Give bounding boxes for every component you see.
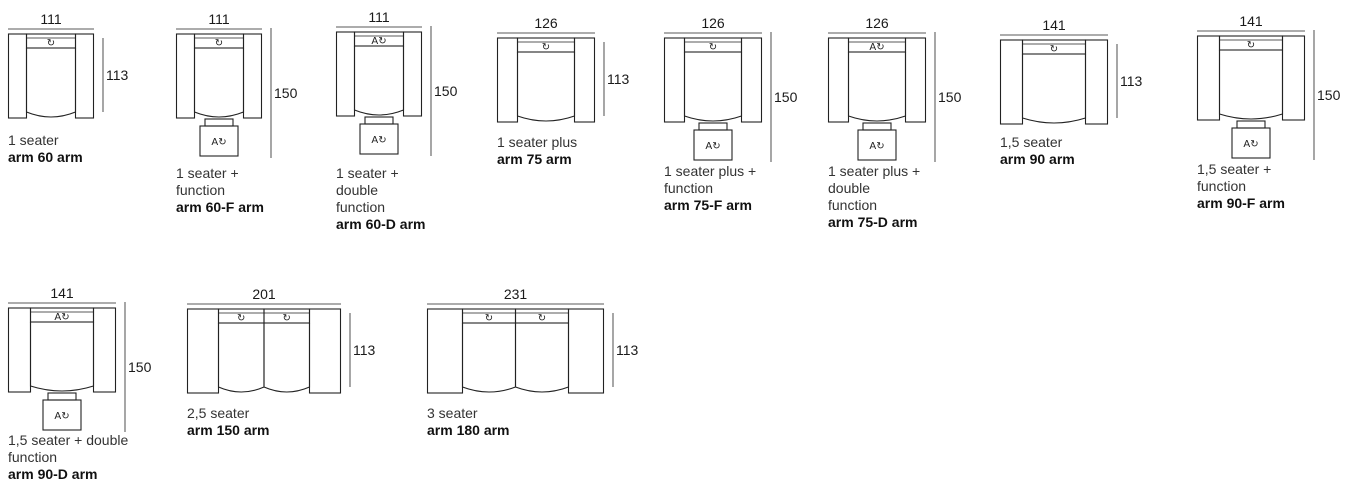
module-name: 2,5 seater bbox=[187, 405, 250, 421]
sofa-plan-drawing: A↻ A↻ bbox=[827, 32, 936, 162]
recline-icon: A↻ bbox=[371, 36, 386, 47]
module-name: double bbox=[336, 182, 379, 198]
height-dimension: 113 bbox=[616, 342, 639, 358]
recline-icon: ↻ bbox=[538, 313, 546, 324]
footrest-function-icon: A↻ bbox=[869, 141, 884, 152]
sofa-plan-drawing: ↻ A↻ bbox=[175, 28, 272, 158]
module-name: 1 seater + bbox=[176, 165, 239, 181]
height-dimension: 150 bbox=[434, 83, 458, 99]
width-dimension: 126 bbox=[701, 15, 725, 31]
recline-icon: ↻ bbox=[237, 313, 245, 324]
recline-icon: ↻ bbox=[542, 42, 550, 53]
module-name: 1 seater plus + bbox=[664, 163, 757, 179]
height-dimension: 150 bbox=[774, 89, 798, 105]
module-name: 1 seater bbox=[8, 132, 59, 148]
module-code: arm 60-F arm bbox=[176, 199, 264, 215]
module-name: function bbox=[8, 449, 58, 465]
module-code: arm 75-D arm bbox=[828, 214, 918, 230]
width-dimension: 231 bbox=[503, 286, 528, 302]
width-dimension: 126 bbox=[534, 15, 558, 31]
recline-icon: A↻ bbox=[54, 312, 69, 323]
module-name: function bbox=[1197, 178, 1247, 194]
recline-icon: ↻ bbox=[215, 38, 223, 49]
width-dimension: 111 bbox=[208, 11, 230, 27]
height-dimension: 150 bbox=[128, 359, 152, 375]
recline-icon: ↻ bbox=[283, 313, 291, 324]
module-name: function bbox=[336, 199, 386, 215]
recline-icon: ↻ bbox=[485, 313, 493, 324]
module-name: 3 seater bbox=[427, 405, 478, 421]
sofa-plan-drawing: ↻↻ bbox=[186, 303, 351, 394]
sofa-plan-drawing: ↻ bbox=[496, 32, 605, 123]
footrest-function-icon: A↻ bbox=[371, 135, 386, 146]
module-name: 1,5 seater + double bbox=[8, 432, 129, 448]
width-dimension: 111 bbox=[368, 9, 390, 25]
height-dimension: 113 bbox=[607, 71, 630, 87]
width-dimension: 201 bbox=[252, 286, 276, 302]
module-name: 1 seater plus bbox=[497, 134, 578, 150]
sofa-plan-drawing: ↻ A↻ bbox=[1196, 30, 1315, 160]
footrest-function-icon: A↻ bbox=[705, 141, 720, 152]
width-dimension: 141 bbox=[50, 285, 74, 301]
recline-icon: A↻ bbox=[869, 42, 884, 53]
sofa-plan-drawing: ↻ bbox=[999, 34, 1118, 125]
module-name: 1 seater + bbox=[336, 165, 399, 181]
footrest-function-icon: A↻ bbox=[54, 411, 69, 422]
module-code: arm 150 arm bbox=[187, 422, 270, 438]
footrest-function-icon: A↻ bbox=[1243, 139, 1258, 150]
module-name: double bbox=[828, 180, 871, 196]
module-code: arm 60 arm bbox=[8, 149, 83, 165]
module-name: function bbox=[828, 197, 878, 213]
width-dimension: 126 bbox=[865, 15, 889, 31]
module-name: 1,5 seater + bbox=[1197, 161, 1272, 177]
sofa-plan-drawing: ↻ bbox=[7, 28, 104, 119]
height-dimension: 113 bbox=[1120, 73, 1143, 89]
height-dimension: 113 bbox=[106, 67, 129, 83]
module-code: arm 60-D arm bbox=[336, 216, 426, 232]
module-name: 1,5 seater bbox=[1000, 134, 1063, 150]
width-dimension: 141 bbox=[1239, 13, 1263, 29]
height-dimension: 113 bbox=[353, 342, 376, 358]
module-name: 1 seater plus + bbox=[828, 163, 921, 179]
module-code: arm 180 arm bbox=[427, 422, 510, 438]
recline-icon: ↻ bbox=[1050, 44, 1058, 55]
width-dimension: 111 bbox=[40, 11, 62, 27]
footrest-function-icon: A↻ bbox=[211, 137, 226, 148]
height-dimension: 150 bbox=[938, 89, 962, 105]
module-code: arm 90-F arm bbox=[1197, 195, 1285, 211]
height-dimension: 150 bbox=[274, 85, 298, 101]
module-name: function bbox=[664, 180, 714, 196]
sofa-plan-drawing: ↻ A↻ bbox=[663, 32, 772, 162]
width-dimension: 141 bbox=[1042, 17, 1066, 33]
sofa-plan-drawing: ↻↻ bbox=[426, 303, 614, 394]
module-code: arm 75-F arm bbox=[664, 197, 752, 213]
recline-icon: ↻ bbox=[47, 38, 55, 49]
height-dimension: 150 bbox=[1317, 87, 1341, 103]
sofa-plan-drawing: A↻ A↻ bbox=[7, 302, 126, 432]
recline-icon: ↻ bbox=[1247, 40, 1255, 51]
module-code: arm 75 arm bbox=[497, 151, 572, 167]
module-code: arm 90-D arm bbox=[8, 466, 98, 482]
recline-icon: ↻ bbox=[709, 42, 717, 53]
sofa-plan-drawing: A↻ A↻ bbox=[335, 26, 432, 156]
module-name: function bbox=[176, 182, 226, 198]
module-code: arm 90 arm bbox=[1000, 151, 1075, 167]
